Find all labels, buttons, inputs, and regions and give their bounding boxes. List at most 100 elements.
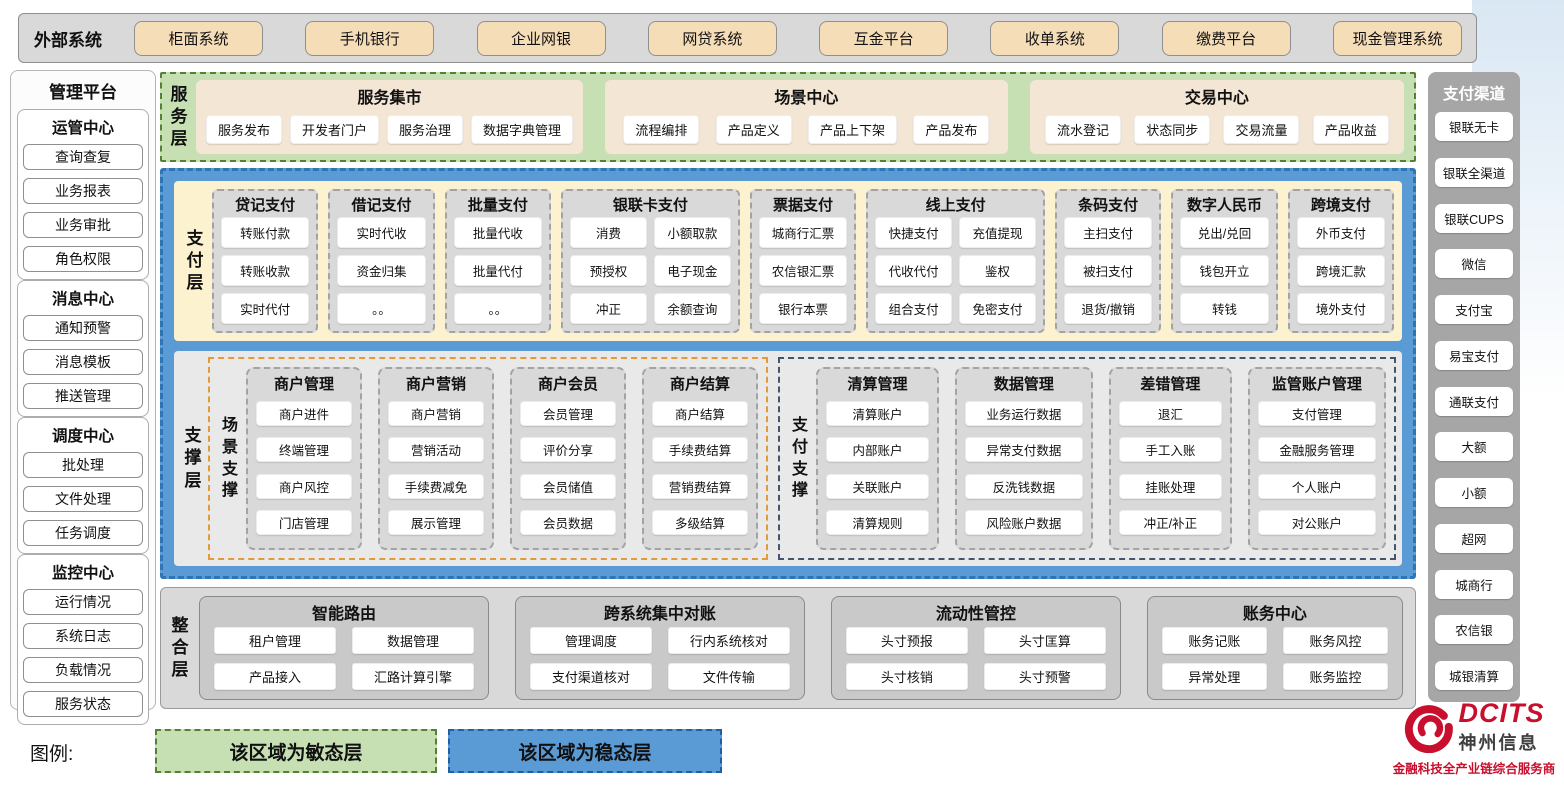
channel-button[interactable]: 支付宝 — [1435, 295, 1513, 324]
payment-item-button[interactable]: 钱包开立 — [1180, 255, 1269, 286]
integration-item-button[interactable]: 产品接入 — [214, 663, 336, 690]
support-item-button[interactable]: 业务运行数据 — [964, 400, 1084, 426]
integration-item-button[interactable]: 数据管理 — [351, 627, 474, 654]
section-item-button[interactable]: 通知预警 — [23, 315, 143, 341]
support-item-button[interactable]: 清算账户 — [826, 400, 929, 426]
payment-item-button[interactable]: 。。 — [337, 293, 426, 324]
section-item-button[interactable]: 业务报表 — [23, 178, 143, 204]
support-item-button[interactable]: 支付管理 — [1257, 400, 1376, 426]
section-item-button[interactable]: 消息模板 — [23, 349, 143, 375]
payment-item-button[interactable]: 转账付款 — [221, 217, 310, 248]
service-item-button[interactable]: 服务发布 — [206, 114, 283, 144]
service-item-button[interactable]: 产品收益 — [1312, 114, 1389, 144]
channel-button[interactable]: 银联无卡 — [1435, 112, 1513, 141]
section-item-button[interactable]: 角色权限 — [23, 246, 143, 272]
integration-item-button[interactable]: 头寸核销 — [845, 663, 968, 690]
section-item-button[interactable]: 服务状态 — [23, 691, 143, 717]
support-item-button[interactable]: 营销费结算 — [652, 473, 749, 499]
external-system-button[interactable]: 网贷系统 — [647, 20, 777, 56]
payment-item-button[interactable]: 预授权 — [570, 255, 647, 286]
section-item-button[interactable]: 批处理 — [23, 452, 143, 478]
channel-button[interactable]: 超网 — [1435, 523, 1513, 553]
service-item-button[interactable]: 数据字典管理 — [471, 114, 574, 144]
support-item-button[interactable]: 关联账户 — [826, 473, 929, 499]
support-item-button[interactable]: 内部账户 — [826, 437, 929, 463]
section-item-button[interactable]: 查询查复 — [23, 144, 143, 170]
support-item-button[interactable]: 商户风控 — [256, 473, 353, 499]
service-item-button[interactable]: 交易流量 — [1223, 114, 1300, 144]
section-item-button[interactable]: 业务审批 — [23, 212, 143, 238]
payment-item-button[interactable]: 实时代收 — [337, 217, 426, 248]
payment-item-button[interactable]: 银行本票 — [758, 293, 848, 324]
support-item-button[interactable]: 评价分享 — [520, 437, 617, 463]
payment-item-button[interactable]: 免密支付 — [959, 293, 1036, 324]
payment-item-button[interactable]: 批量代收 — [453, 217, 543, 248]
section-item-button[interactable]: 任务调度 — [23, 520, 143, 546]
service-item-button[interactable]: 产品上下架 — [808, 114, 898, 144]
payment-item-button[interactable]: 境外支付 — [1296, 293, 1385, 324]
payment-item-button[interactable]: 转账收款 — [221, 255, 310, 286]
external-system-button[interactable]: 现金管理系统 — [1332, 20, 1462, 56]
support-item-button[interactable]: 退汇 — [1119, 400, 1222, 426]
integration-item-button[interactable]: 行内系统核对 — [667, 627, 790, 654]
support-item-button[interactable]: 金融服务管理 — [1257, 437, 1376, 463]
support-item-button[interactable]: 门店管理 — [256, 510, 353, 536]
external-system-button[interactable]: 互金平台 — [819, 20, 949, 56]
payment-item-button[interactable]: 代收代付 — [875, 255, 953, 286]
payment-item-button[interactable]: 组合支付 — [875, 293, 953, 324]
payment-item-button[interactable]: 电子现金 — [653, 255, 731, 286]
payment-item-button[interactable]: 快捷支付 — [875, 217, 953, 248]
section-item-button[interactable]: 负载情况 — [23, 657, 143, 683]
integration-item-button[interactable]: 租户管理 — [214, 627, 336, 654]
support-item-button[interactable]: 清算规则 — [826, 510, 929, 536]
support-item-button[interactable]: 异常支付数据 — [964, 437, 1084, 463]
integration-item-button[interactable]: 异常处理 — [1161, 663, 1267, 690]
integration-item-button[interactable]: 支付渠道核对 — [529, 663, 652, 690]
support-item-button[interactable]: 手续费结算 — [652, 437, 749, 463]
payment-item-button[interactable]: 城商行汇票 — [758, 217, 848, 248]
payment-item-button[interactable]: 主扫支付 — [1063, 217, 1153, 248]
payment-item-button[interactable]: 实时代付 — [221, 293, 310, 324]
service-item-button[interactable]: 流水登记 — [1044, 114, 1121, 144]
integration-item-button[interactable]: 账务风控 — [1282, 627, 1389, 654]
integration-item-button[interactable]: 头寸预警 — [983, 663, 1106, 690]
payment-item-button[interactable]: 外币支付 — [1296, 217, 1385, 248]
channel-button[interactable]: 银联全渠道 — [1435, 157, 1513, 187]
integration-item-button[interactable]: 头寸匡算 — [983, 627, 1106, 654]
support-item-button[interactable]: 手工入账 — [1119, 437, 1222, 463]
support-item-button[interactable]: 商户结算 — [652, 400, 749, 426]
channel-button[interactable]: 大额 — [1435, 432, 1513, 462]
channel-button[interactable]: 易宝支付 — [1435, 340, 1513, 370]
payment-item-button[interactable]: 。。 — [453, 293, 543, 324]
channel-button[interactable]: 银联CUPS — [1435, 203, 1513, 233]
support-item-button[interactable]: 展示管理 — [388, 510, 485, 536]
integration-item-button[interactable]: 文件传输 — [667, 663, 790, 690]
payment-item-button[interactable]: 充值提现 — [959, 217, 1036, 248]
channel-button[interactable]: 城银清算 — [1435, 661, 1513, 690]
external-system-button[interactable]: 收单系统 — [990, 20, 1120, 56]
support-item-button[interactable]: 营销活动 — [388, 437, 485, 463]
support-item-button[interactable]: 手续费减免 — [388, 473, 485, 499]
support-item-button[interactable]: 商户进件 — [256, 400, 353, 426]
channel-button[interactable]: 微信 — [1435, 249, 1513, 279]
section-item-button[interactable]: 运行情况 — [23, 589, 143, 615]
support-item-button[interactable]: 反洗钱数据 — [964, 473, 1084, 499]
payment-item-button[interactable]: 余额查询 — [653, 293, 731, 324]
support-item-button[interactable]: 终端管理 — [256, 437, 353, 463]
channel-button[interactable]: 通联支付 — [1435, 386, 1513, 416]
service-item-button[interactable]: 状态同步 — [1134, 114, 1211, 144]
payment-item-button[interactable]: 资金归集 — [337, 255, 426, 286]
external-system-button[interactable]: 缴费平台 — [1161, 20, 1291, 56]
support-item-button[interactable]: 会员管理 — [520, 400, 617, 426]
support-item-button[interactable]: 多级结算 — [652, 510, 749, 536]
external-system-button[interactable]: 手机银行 — [305, 20, 435, 56]
payment-item-button[interactable]: 被扫支付 — [1063, 255, 1153, 286]
service-item-button[interactable]: 产品发布 — [913, 114, 990, 144]
support-item-button[interactable]: 商户营销 — [388, 400, 485, 426]
integration-item-button[interactable]: 汇路计算引擎 — [351, 663, 474, 690]
channel-button[interactable]: 农信银 — [1435, 615, 1513, 645]
channel-button[interactable]: 城商行 — [1435, 569, 1513, 599]
payment-item-button[interactable]: 兑出/兑回 — [1180, 217, 1269, 248]
support-item-button[interactable]: 对公账户 — [1257, 510, 1376, 536]
service-item-button[interactable]: 产品定义 — [715, 114, 792, 144]
